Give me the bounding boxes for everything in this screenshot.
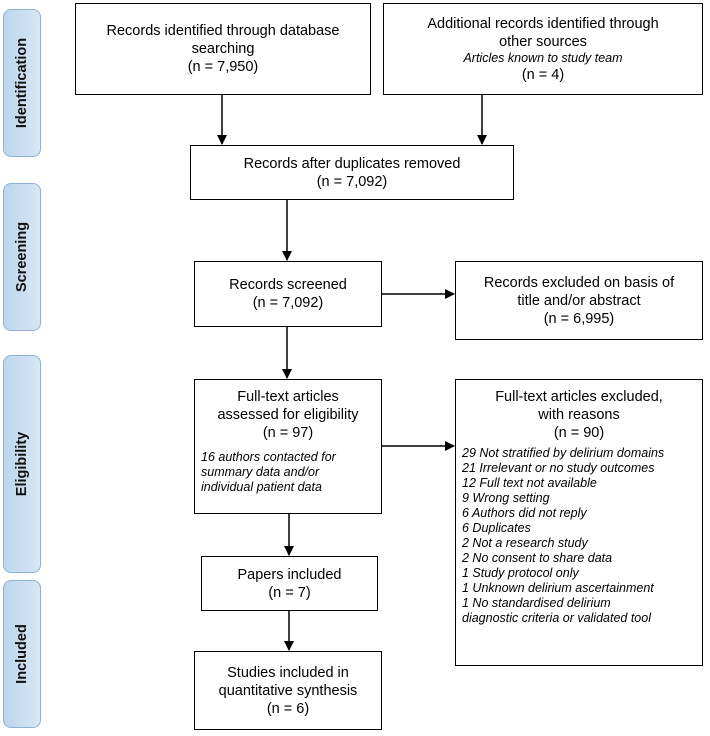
other-records-line1: Additional records identified through [427, 15, 659, 32]
other-records-count: (n = 4) [521, 66, 565, 83]
exclusion-reasons-list: 29 Not stratified by delirium domains 21… [462, 446, 696, 626]
other-records-line2: other sources [499, 33, 587, 50]
stage-eligibility-text: Eligibility [14, 431, 31, 497]
exclusion-reason: 6 Duplicates [462, 521, 531, 535]
stage-label-identification: Identification [3, 9, 41, 157]
exclusion-reason: 6 Authors did not reply [462, 506, 587, 520]
fulltext-excluded-count: (n = 90) [553, 425, 605, 441]
fulltext-assessed-count: (n = 97) [262, 425, 314, 441]
stage-screening-text: Screening [14, 221, 31, 293]
exclusion-reason: 29 Not stratified by delirium domains [462, 446, 665, 460]
fulltext-assessed-line2: assessed for eligibility [217, 407, 359, 423]
excluded-title-count: (n = 6,995) [543, 310, 615, 327]
fulltext-assessed-note3: individual patient data [201, 480, 322, 494]
excluded-title-line2: title and/or abstract [517, 292, 641, 309]
after-duplicates-line1: Records after duplicates removed [243, 155, 461, 172]
studies-included-line2: quantitative synthesis [218, 682, 358, 699]
box-fulltext-excluded: Full-text articles excluded, with reason… [455, 379, 703, 666]
fulltext-assessed-note2: summary data and/or [201, 465, 320, 479]
exclusion-reason: 1 Study protocol only [462, 566, 579, 580]
fulltext-assessed-note1: 16 authors contacted for [201, 450, 336, 464]
screened-count: (n = 7,092) [252, 295, 324, 311]
box-papers-included: Papers included (n = 7) [201, 556, 378, 611]
box-excluded-title: Records excluded on basis of title and/o… [455, 261, 703, 340]
exclusion-reason: 2 Not a research study [462, 536, 588, 550]
exclusion-reason: 2 No consent to share data [462, 551, 613, 565]
screened-line1: Records screened [229, 277, 347, 293]
fulltext-assessed-note: 16 authors contacted for summary data an… [201, 450, 375, 495]
box-after-duplicates: Records after duplicates removed (n = 7,… [190, 145, 514, 200]
stage-label-screening: Screening [3, 183, 41, 331]
papers-included-line1: Papers included [237, 566, 342, 583]
database-records-count: (n = 7,950) [187, 59, 259, 75]
exclusion-reason: 9 Wrong setting [462, 491, 550, 505]
fulltext-excluded-line2: with reasons [538, 407, 620, 423]
exclusion-reason: 1 No standardised delirium [462, 596, 611, 610]
box-screened: Records screened (n = 7,092) [194, 261, 382, 327]
box-fulltext-assessed: Full-text articles assessed for eligibil… [194, 379, 382, 514]
database-records-line2: searching [191, 41, 255, 57]
database-records-line1: Records identified through database [106, 23, 340, 39]
fulltext-assessed-line1: Full-text articles [237, 389, 339, 405]
stage-label-included: Included [3, 580, 41, 728]
box-database-records: Records identified through database sear… [75, 3, 371, 95]
exclusion-reason: 1 Unknown delirium ascertainment [462, 581, 654, 595]
studies-included-count: (n = 6) [266, 700, 310, 717]
studies-included-line1: Studies included in [227, 664, 349, 681]
exclusion-reason: diagnostic criteria or validated tool [462, 611, 651, 625]
stage-label-eligibility: Eligibility [3, 355, 41, 573]
exclusion-reason: 21 Irrelevant or no study outcomes [462, 461, 655, 475]
excluded-title-line1: Records excluded on basis of [483, 274, 675, 291]
stage-identification-text: Identification [14, 37, 31, 129]
box-studies-included: Studies included in quantitative synthes… [194, 651, 382, 730]
box-other-records: Additional records identified through ot… [383, 3, 703, 95]
after-duplicates-count: (n = 7,092) [316, 173, 388, 190]
stage-included-text: Included [14, 624, 30, 684]
papers-included-count: (n = 7) [268, 584, 311, 601]
other-records-note: Articles known to study team [463, 50, 623, 65]
fulltext-excluded-line1: Full-text articles excluded, [495, 389, 663, 405]
exclusion-reason: 12 Full text not available [462, 476, 597, 490]
